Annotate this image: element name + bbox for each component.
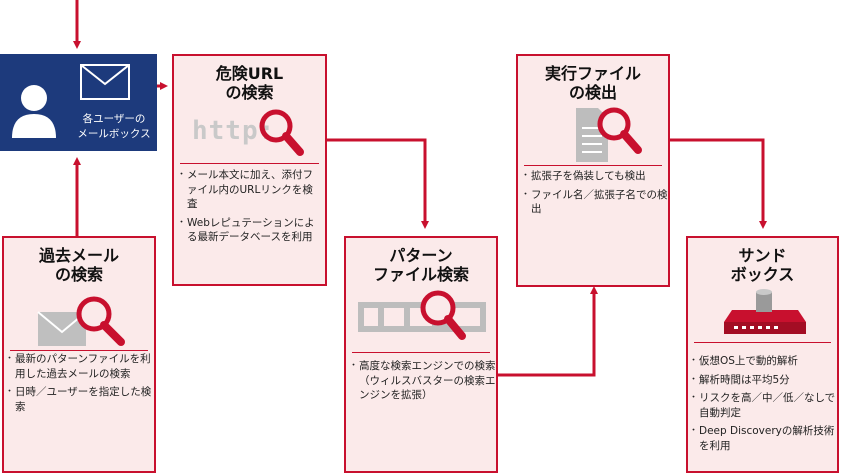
bullet-item: リスクを高／中／低／なしで自動判定 (689, 391, 837, 420)
bullet-item: 解析時間は平均5分 (689, 373, 837, 388)
magnifier-icon (259, 109, 304, 156)
arrow-url-to-pattern (327, 138, 429, 229)
bullet-item: 高度な検索エンジンでの検索（ウィルスバスターの検索エンジンを拡張） (349, 359, 496, 403)
bullet-item: Deep Discoveryの解析技術を利用 (689, 424, 837, 453)
node-past-mail-search: 過去メールの検索 最新のパターンファイルを利用した過去メールの検索 日時／ユーザ… (2, 236, 156, 473)
bullet-item: ファイル名／拡張子名での検出 (521, 188, 668, 217)
user-mailbox (0, 54, 157, 151)
pattern-magnifier-icon (358, 290, 486, 340)
document-magnifier-icon (576, 107, 642, 162)
node-title: 実行ファイルの検出 (544, 64, 641, 102)
node-title: パターンファイル検索 (372, 246, 469, 284)
arrow-exec-to-sandbox (670, 138, 767, 229)
arrow-pattern-to-exec (497, 286, 598, 377)
bullet-item: 拡張子を偽装しても検出 (521, 169, 668, 184)
bullet-item: Webレピュテーションによる最新データベースを利用 (177, 216, 323, 245)
node-title: サンドボックス (730, 246, 795, 284)
bullet-item: 最新のパターンファイルを利用した過去メールの検索 (5, 352, 152, 381)
node-title: 過去メールの検索 (38, 246, 119, 284)
mail-icon (80, 64, 130, 100)
user-mailbox-label: 各ユーザーのメールボックス (77, 113, 151, 140)
envelope-magnifier-icon (37, 296, 125, 346)
bullet-item: メール本文に加え、添付ファイル内のURLリンクを検査 (177, 168, 323, 212)
sandbox-appliance-icon (724, 289, 806, 334)
bullet-item: 仮想OS上で動的解析 (689, 354, 837, 369)
user-icon (12, 85, 56, 138)
bullet-item: 日時／ユーザーを指定した検索 (5, 385, 152, 414)
